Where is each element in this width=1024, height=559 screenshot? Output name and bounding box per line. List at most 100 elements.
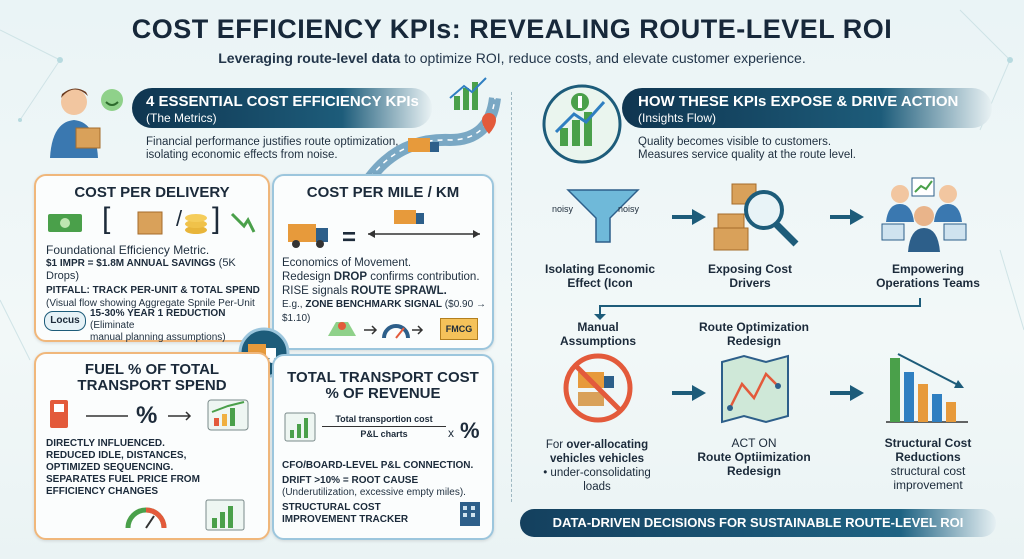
fuel-title-line1: FUEL % OF TOTAL xyxy=(84,361,220,378)
kpi-section-banner: 4 ESSENTIAL COST EFFICIENCY KPIs (The Me… xyxy=(132,88,432,128)
pnl-chart-icon xyxy=(284,412,316,442)
cpd-reduction: 15-30% YEAR 1 REDUCTION (Eliminate manua… xyxy=(90,308,266,344)
kpi-intro: Financial performance justifies route op… xyxy=(146,136,398,162)
flow-arrow-1 xyxy=(672,209,706,225)
cpd-line5-rest: (Eliminate xyxy=(90,320,135,331)
card-title-fuel: FUEL % OF TOTAL TRANSPORT SPEND xyxy=(36,362,268,394)
cpm-line3-a: RISE signals xyxy=(282,285,352,297)
fuel-line3: OPTIMIZED SEQUENCING. xyxy=(46,462,174,473)
kpi-banner-subtitle: (The Metrics) xyxy=(146,111,217,125)
kpi-intro-line1: Financial performance justifies route op… xyxy=(146,136,399,148)
fuel-line5: EFFICIENCY CHANGES xyxy=(46,486,159,497)
step5-line2: Route Optiimization xyxy=(697,450,811,464)
fuel-line2: REDUCED IDLE, DISTANCES, xyxy=(46,450,187,461)
ttc-fraction-bottom: P&L charts xyxy=(360,429,408,439)
ttc-line5: IMPROVEMENT TRACKER xyxy=(282,514,409,525)
percent-symbol-ttc: % xyxy=(460,418,480,443)
flow-arrow-3 xyxy=(672,385,706,401)
percent-symbol-fuel: % xyxy=(136,402,158,429)
insights-banner-subtitle: (Insights Flow) xyxy=(638,111,717,125)
step3-line2: Operations Teams xyxy=(876,276,980,290)
step2-line2: Drivers xyxy=(729,276,771,290)
step4-title-line1: Manual xyxy=(577,320,619,334)
roi-growth-icon xyxy=(542,84,622,164)
flow-arrow-4 xyxy=(830,385,864,401)
step5-line3: Redesign xyxy=(726,464,781,478)
insights-intro-line2: Measures service quality at the route le… xyxy=(638,149,856,161)
ttc-title-line2: % OF REVENUE xyxy=(325,385,441,402)
cpm-body: Economics of Movement. Redesign DROP con… xyxy=(282,256,488,326)
cpd-line1: Foundational Efficiency Metric. xyxy=(46,243,210,257)
locus-badge: Locus xyxy=(44,311,86,331)
road-truck-illustration xyxy=(365,77,501,182)
step6-description: Structural Cost Reductions structural co… xyxy=(858,436,998,492)
cost-per-delivery-formula-icons xyxy=(48,211,256,235)
cost-per-mile-icons xyxy=(288,210,480,248)
step4-title-line2: Assumptions xyxy=(559,334,636,348)
step5-title-line1: Route Optimization xyxy=(699,320,809,334)
zone-benchmark-icons xyxy=(328,322,424,339)
delivery-person-icon xyxy=(50,88,123,158)
cpd-line6: manual planning assumptions) xyxy=(90,332,226,343)
step1-line1: Isolating Economic xyxy=(544,262,655,276)
flow-connector-line xyxy=(594,298,921,320)
fuel-title-line2: TRANSPORT SPEND xyxy=(77,377,227,394)
cpm-line2-c: confirms contribution. xyxy=(367,271,480,283)
cpm-line4-c: ($0.90 → $1.10) xyxy=(282,299,486,324)
subtitle-rest: to optimize ROI, reduce costs, and eleva… xyxy=(400,50,806,66)
subtitle-bold: Leveraging route-level data xyxy=(218,50,401,66)
step6-line2: Reductions xyxy=(895,450,961,464)
ttc-line1: CFO/BOARD-LEVEL P&L CONNECTION. xyxy=(282,460,474,471)
step-manual-assumptions-title: Manual Assumptions xyxy=(548,320,648,348)
page-title: COST EFFICIENCY KPIs: REVEALING ROUTE-LE… xyxy=(131,14,893,44)
times-symbol: x xyxy=(448,426,454,440)
step5-line1: ACT ON xyxy=(731,436,777,450)
operations-team-icon xyxy=(881,177,967,252)
step2-line1: Exposing Cost xyxy=(707,262,792,276)
noisy-label-right: noisy xyxy=(618,204,640,214)
ttc-fraction: Total transportion cost P&L charts xyxy=(322,414,446,439)
step4-line1-a: For xyxy=(545,439,567,451)
funnel-icon xyxy=(566,189,640,243)
insights-intro-line1: Quality becomes visible to customers. xyxy=(638,136,832,148)
cpm-line4-b: ZONE BENCHMARK SIGNAL xyxy=(305,299,443,310)
step-empowering-operations-teams: Empowering Operations Teams xyxy=(858,262,998,290)
ttc-title-line1: TOTAL TRANSPORT COST xyxy=(287,369,479,386)
step4-description: For over-allocating vehicles vehicles • … xyxy=(530,438,664,494)
cpd-line5-bold: 15-30% YEAR 1 REDUCTION xyxy=(90,308,226,319)
slash-symbol: / xyxy=(176,206,183,231)
ttc-line4: STRUCTURAL COST xyxy=(282,502,381,513)
page-subtitle: Leveraging route-level data to optimize … xyxy=(0,50,1024,66)
fuel-formula-icons xyxy=(50,399,249,431)
cpm-line3-b: ROUTE SPRAWL. xyxy=(351,285,447,297)
fmcg-box: FMCG xyxy=(440,318,478,340)
cpd-line2-bold: $1 IMPR = $1.8M ANNUAL SAVINGS xyxy=(46,258,216,269)
step4-line1-b: over-allocating xyxy=(566,439,649,451)
magnifier-boxes-icon xyxy=(713,183,799,251)
fuel-line1: DIRECTLY INFLUENCED. xyxy=(46,438,165,449)
cpd-line2-rest: (5K Drops) xyxy=(46,257,236,282)
step6-line4: improvement xyxy=(893,478,963,492)
kpi-card-cost-per-mile: COST PER MILE / KM = Economics of Moveme… xyxy=(272,174,494,350)
declining-cost-chart-icon xyxy=(886,353,968,423)
kpi-card-total-transport-cost: TOTAL TRANSPORT COST % OF REVENUE Total … xyxy=(272,354,494,540)
ttc-body: CFO/BOARD-LEVEL P&L CONNECTION. DRIFT >1… xyxy=(282,460,488,526)
insights-section-banner: HOW THESE KPIs EXPOSE & DRIVE ACTION (In… xyxy=(622,88,992,128)
bracket-right: ] xyxy=(212,202,221,235)
equals-symbol: = xyxy=(342,224,357,251)
cpm-line2-b: DROP xyxy=(333,271,368,283)
bracket-left: [ xyxy=(102,202,111,235)
step6-line1: Structural Cost xyxy=(884,436,972,450)
cpm-line2-a: Redesign xyxy=(282,271,334,283)
kpi-card-fuel: FUEL % OF TOTAL TRANSPORT SPEND % DIRECT… xyxy=(34,352,270,540)
step5-title-line2: Redesign xyxy=(726,334,781,348)
card-title-total-transport-cost: TOTAL TRANSPORT COST % OF REVENUE xyxy=(274,370,492,402)
ttc-line2: DRIFT >10% = ROOT CAUSE xyxy=(282,475,419,486)
step4-line2: vehicles vehicles xyxy=(550,453,644,465)
cpd-line3: PITFALL: TRACK PER-UNIT & TOTAL SPEND xyxy=(46,285,260,296)
step5-description: ACT ON Route Optiimization Redesign xyxy=(694,436,814,478)
step6-line3: structural cost xyxy=(890,464,966,478)
step-exposing-cost-drivers: Exposing Cost Drivers xyxy=(690,262,810,290)
step1-line2: Effect (Icon xyxy=(567,276,633,290)
